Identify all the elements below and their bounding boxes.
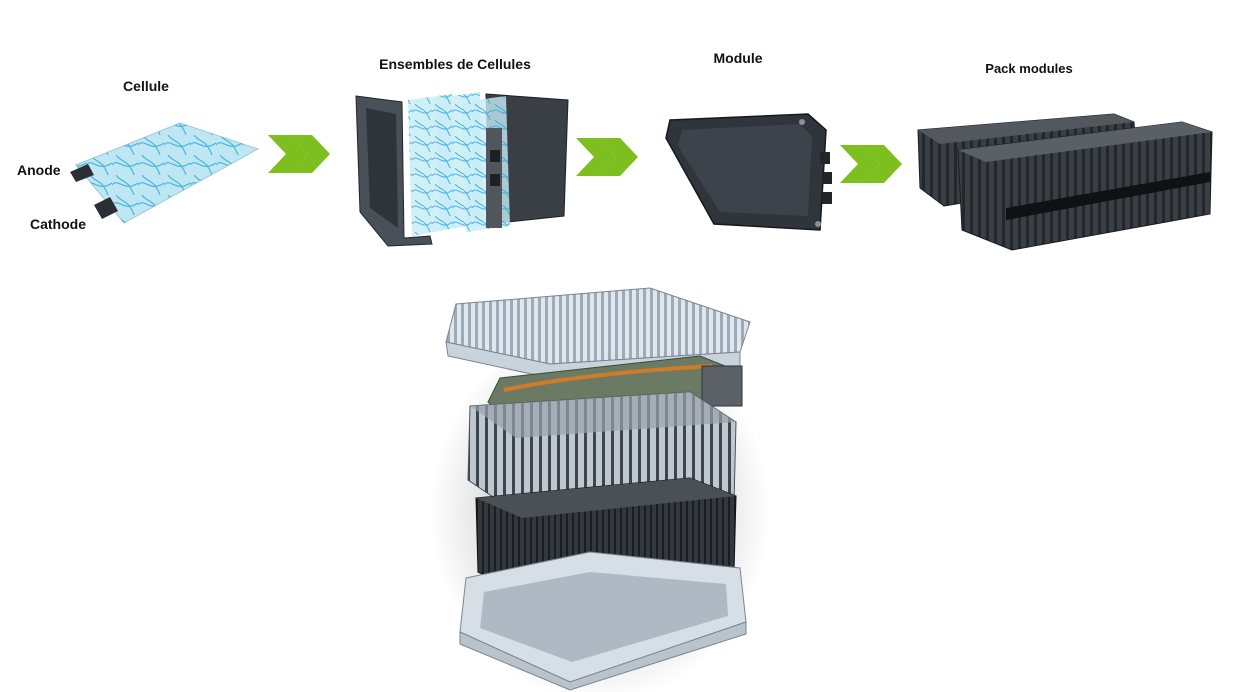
cell-stack-title: Ensembles de Cellules: [379, 56, 531, 72]
pack-modules-title: Pack modules: [985, 61, 1073, 76]
cell-stack-image: [352, 88, 577, 250]
exploded-battery-pack-image: [430, 282, 770, 692]
cell-title: Cellule: [123, 78, 169, 94]
pouch-cell-image: [60, 115, 265, 230]
double-chevron-right-icon: [840, 145, 906, 188]
module-title: Module: [713, 50, 763, 66]
anode-label: Anode: [17, 162, 61, 178]
double-chevron-right-icon: [268, 135, 334, 178]
cathode-tab-icon: [94, 197, 118, 219]
module-image: [660, 112, 840, 236]
cathode-label: Cathode: [30, 216, 86, 232]
pack-modules-image: [914, 110, 1218, 254]
anode-tab-icon: [70, 164, 94, 182]
double-chevron-right-icon: [576, 138, 642, 181]
